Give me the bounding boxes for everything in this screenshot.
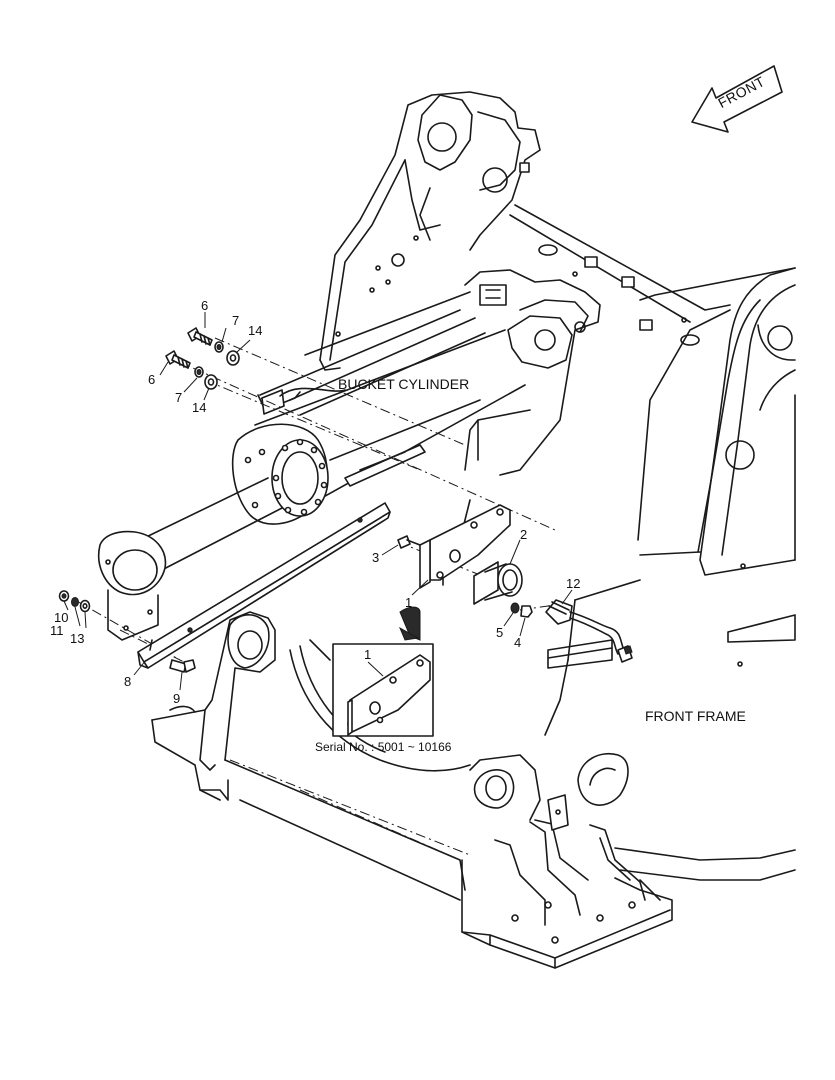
bucket-cylinder-drawing (98, 269, 601, 641)
callout-9: 9 (173, 691, 181, 706)
callout-10: 10 (54, 610, 69, 625)
sensor-nut-part-4 (520, 605, 533, 618)
washer-part-7-lower (194, 366, 204, 378)
bolt-part-6-upper (187, 327, 213, 346)
callout-14a: 14 (248, 323, 263, 338)
washer-part-7-upper (214, 341, 224, 353)
callout-8: 8 (124, 674, 132, 689)
callout-1: 1 (405, 595, 413, 610)
front-frame-drawing (509, 204, 796, 667)
bracket-part-8 (137, 502, 391, 669)
callout-13: 13 (70, 631, 85, 646)
callout-2: 2 (520, 527, 528, 542)
front-arrow-icon (691, 65, 783, 133)
callout-6b: 6 (148, 372, 156, 387)
washer-part-14-upper (226, 350, 240, 366)
front-frame-label: FRONT FRAME (645, 708, 746, 724)
callout-3: 3 (372, 550, 380, 565)
bolt-part-9 (169, 659, 196, 673)
nut-part-10 (58, 590, 70, 602)
frame-tower-drawing (319, 91, 541, 371)
sensor-nut-part-5 (510, 602, 520, 614)
detail-inset-box (332, 606, 434, 737)
callout-12: 12 (566, 576, 581, 591)
sensor-bracket-part-1 (419, 504, 511, 589)
inset-part-number: 1 (364, 647, 372, 662)
proximity-sensor-part-2 (473, 561, 523, 605)
washer-part-11 (71, 597, 79, 607)
bucket-cylinder-label: BUCKET CYLINDER (338, 376, 470, 392)
callout-4: 4 (514, 635, 522, 650)
lower-frame-drawing (74, 337, 796, 969)
callout-11: 11 (50, 623, 64, 638)
washer-part-14-lower (204, 374, 218, 390)
callout-7b: 7 (175, 390, 183, 405)
callout-5: 5 (496, 625, 504, 640)
callout-7a: 7 (232, 313, 240, 328)
bolt-part-3 (397, 535, 421, 549)
washer-part-13 (79, 599, 91, 613)
bolt-part-6-lower (165, 350, 191, 369)
inset-serial-caption: Serial No. : 5001 ~ 10166 (315, 740, 452, 754)
leader-lines (63, 312, 573, 691)
harness-part-12 (545, 599, 633, 663)
callout-6a: 6 (201, 298, 209, 313)
head-bolt-circle (244, 438, 328, 516)
callout-14b: 14 (192, 400, 207, 415)
